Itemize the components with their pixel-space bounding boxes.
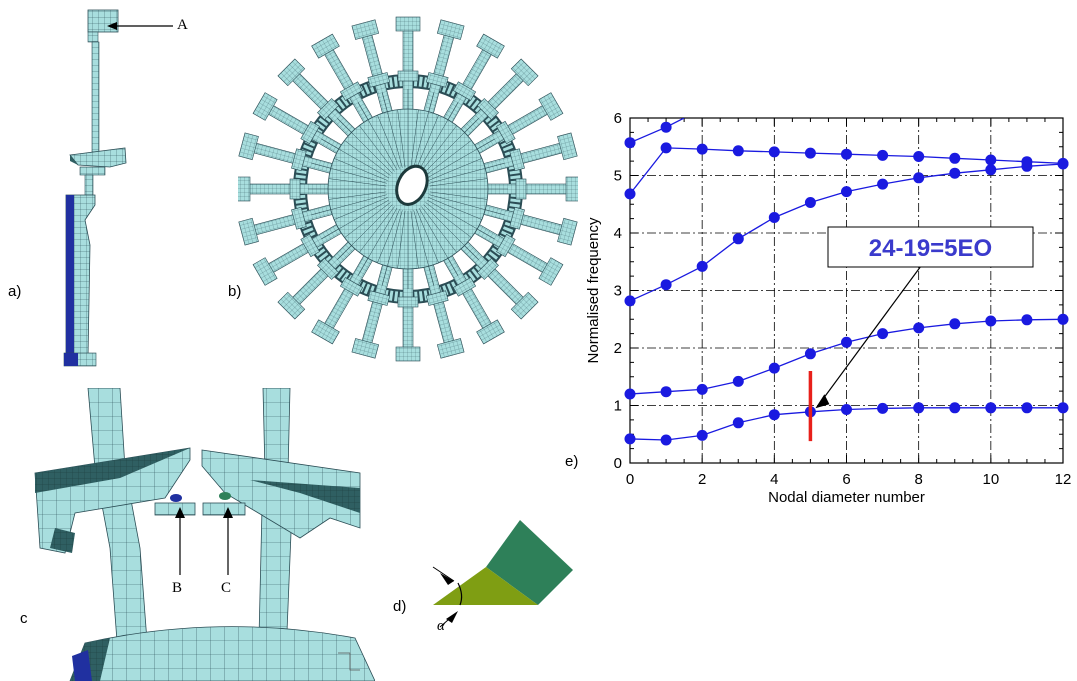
data-point <box>624 295 636 307</box>
alpha-symbol: α <box>437 618 445 634</box>
data-point <box>768 409 780 421</box>
data-point <box>768 212 780 223</box>
data-point <box>768 146 780 158</box>
data-point <box>660 434 672 446</box>
annotation-arrow-line <box>817 266 921 406</box>
data-point <box>985 164 997 176</box>
data-point <box>696 143 708 155</box>
series-line <box>630 118 685 144</box>
data-point <box>624 388 636 400</box>
panel-d-wedge-sketch <box>432 520 573 628</box>
data-point <box>913 172 925 184</box>
data-point <box>1021 402 1033 414</box>
data-point <box>660 386 672 398</box>
y-tick-label: 6 <box>614 110 622 127</box>
data-point <box>660 121 672 133</box>
y-tick-label: 0 <box>614 455 622 472</box>
data-point <box>913 151 925 162</box>
panel-label-d: d) <box>393 598 407 615</box>
panel-label-e: e) <box>565 453 579 470</box>
y-tick-label: 5 <box>614 168 622 185</box>
annotation-box <box>827 226 1034 268</box>
data-point <box>1021 314 1033 326</box>
data-point <box>985 154 997 166</box>
data-point <box>1057 402 1069 414</box>
data-point <box>1057 157 1069 169</box>
data-point <box>949 402 961 414</box>
data-point <box>696 383 708 395</box>
data-point <box>949 167 961 179</box>
data-point <box>877 402 889 414</box>
data-point <box>985 315 997 327</box>
y-tick-label: 3 <box>614 283 622 300</box>
data-point <box>804 197 816 208</box>
x-tick-label: 0 <box>626 471 634 488</box>
data-point <box>768 362 780 374</box>
panel-label-c: c <box>20 610 28 627</box>
data-point <box>732 375 744 387</box>
data-point <box>696 260 708 272</box>
data-point <box>732 417 744 429</box>
data-point <box>624 137 636 149</box>
data-point <box>804 147 816 159</box>
panel-a-blade-mesh <box>63 9 127 367</box>
data-point <box>949 318 961 330</box>
data-point <box>624 188 636 200</box>
data-point <box>841 336 852 348</box>
data-point <box>949 152 961 164</box>
data-point <box>696 429 708 441</box>
y-tick-label: 4 <box>614 225 622 242</box>
x-tick-label: 8 <box>914 471 922 488</box>
panel-c-interface-mesh <box>34 388 375 681</box>
callout-b-label: B <box>172 580 183 596</box>
data-point <box>877 178 889 190</box>
y-axis-label: Normalised frequency <box>585 217 602 363</box>
x-tick-label: 2 <box>698 471 706 488</box>
panel-b-full-disc-mesh <box>238 16 578 362</box>
x-tick-label: 12 <box>1055 471 1072 488</box>
data-point <box>1021 156 1033 168</box>
callout-a-arrow <box>107 22 173 30</box>
annotation-arrow-head <box>815 394 830 409</box>
annotation-text: 24-19=5EO <box>869 235 992 262</box>
data-point <box>732 145 744 157</box>
data-point <box>841 404 852 415</box>
data-point <box>841 186 852 198</box>
panel-label-a: a) <box>8 283 22 300</box>
panel-label-b: b) <box>228 283 242 300</box>
callout-b-arrow <box>175 507 185 575</box>
data-point <box>1057 313 1069 325</box>
callout-c-label: C <box>221 580 232 596</box>
data-point <box>877 149 889 161</box>
x-axis-label: Nodal diameter number <box>768 489 925 506</box>
bore-hole <box>395 164 429 206</box>
y-tick-label: 1 <box>614 398 622 415</box>
x-tick-label: 10 <box>982 471 999 488</box>
data-point <box>804 348 816 360</box>
data-point <box>913 402 925 414</box>
data-point <box>624 433 636 445</box>
y-tick-label: 2 <box>614 340 622 357</box>
callout-a-label: A <box>177 17 188 33</box>
data-point <box>660 279 672 291</box>
x-tick-label: 4 <box>770 471 778 488</box>
data-point <box>732 233 744 245</box>
callout-c-arrow <box>223 507 233 575</box>
data-point <box>660 142 672 154</box>
x-tick-label: 6 <box>842 471 850 488</box>
data-point <box>877 328 889 340</box>
data-point <box>985 402 997 414</box>
data-point <box>841 148 852 160</box>
data-point <box>913 322 925 334</box>
